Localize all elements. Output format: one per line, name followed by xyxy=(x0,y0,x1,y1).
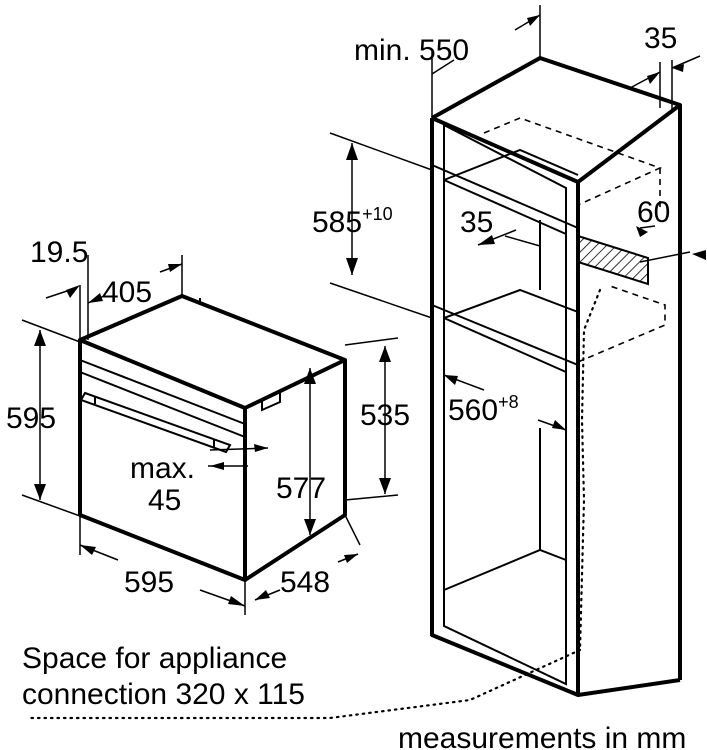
label-595-width: 595 xyxy=(124,566,174,599)
label-min-550: min. 550 xyxy=(354,34,469,67)
label-577: 577 xyxy=(276,472,326,505)
dimension-labels: min. 550 35 585+10 35 60 560+8 19.5 405 … xyxy=(6,22,677,599)
label-560: 560+8 xyxy=(448,392,519,427)
notes: Space for appliance connection 320 x 115… xyxy=(22,642,686,750)
label-60: 60 xyxy=(637,196,670,229)
units-note: measurements in mm xyxy=(398,722,686,750)
label-35-top: 35 xyxy=(644,22,677,55)
label-max: max. xyxy=(130,452,195,485)
label-548: 548 xyxy=(280,566,330,599)
label-405: 405 xyxy=(102,276,152,309)
connection-note-line1: Space for appliance xyxy=(22,642,287,675)
label-560-tol: +8 xyxy=(498,392,519,412)
label-560-base: 560 xyxy=(448,394,498,427)
label-45: 45 xyxy=(148,484,181,517)
label-19-5: 19.5 xyxy=(30,236,88,269)
connection-note-line2: connection 320 x 115 xyxy=(22,678,305,711)
cabinet-drawing xyxy=(28,56,682,720)
label-535: 535 xyxy=(360,399,410,432)
label-595-height: 595 xyxy=(6,402,56,435)
label-585: 585+10 xyxy=(312,204,393,239)
label-585-base: 585 xyxy=(312,206,362,239)
label-35-mid: 35 xyxy=(460,206,493,239)
label-585-tol: +10 xyxy=(362,204,393,224)
oven-drawing xyxy=(78,294,347,582)
dimension-lines xyxy=(21,5,706,615)
